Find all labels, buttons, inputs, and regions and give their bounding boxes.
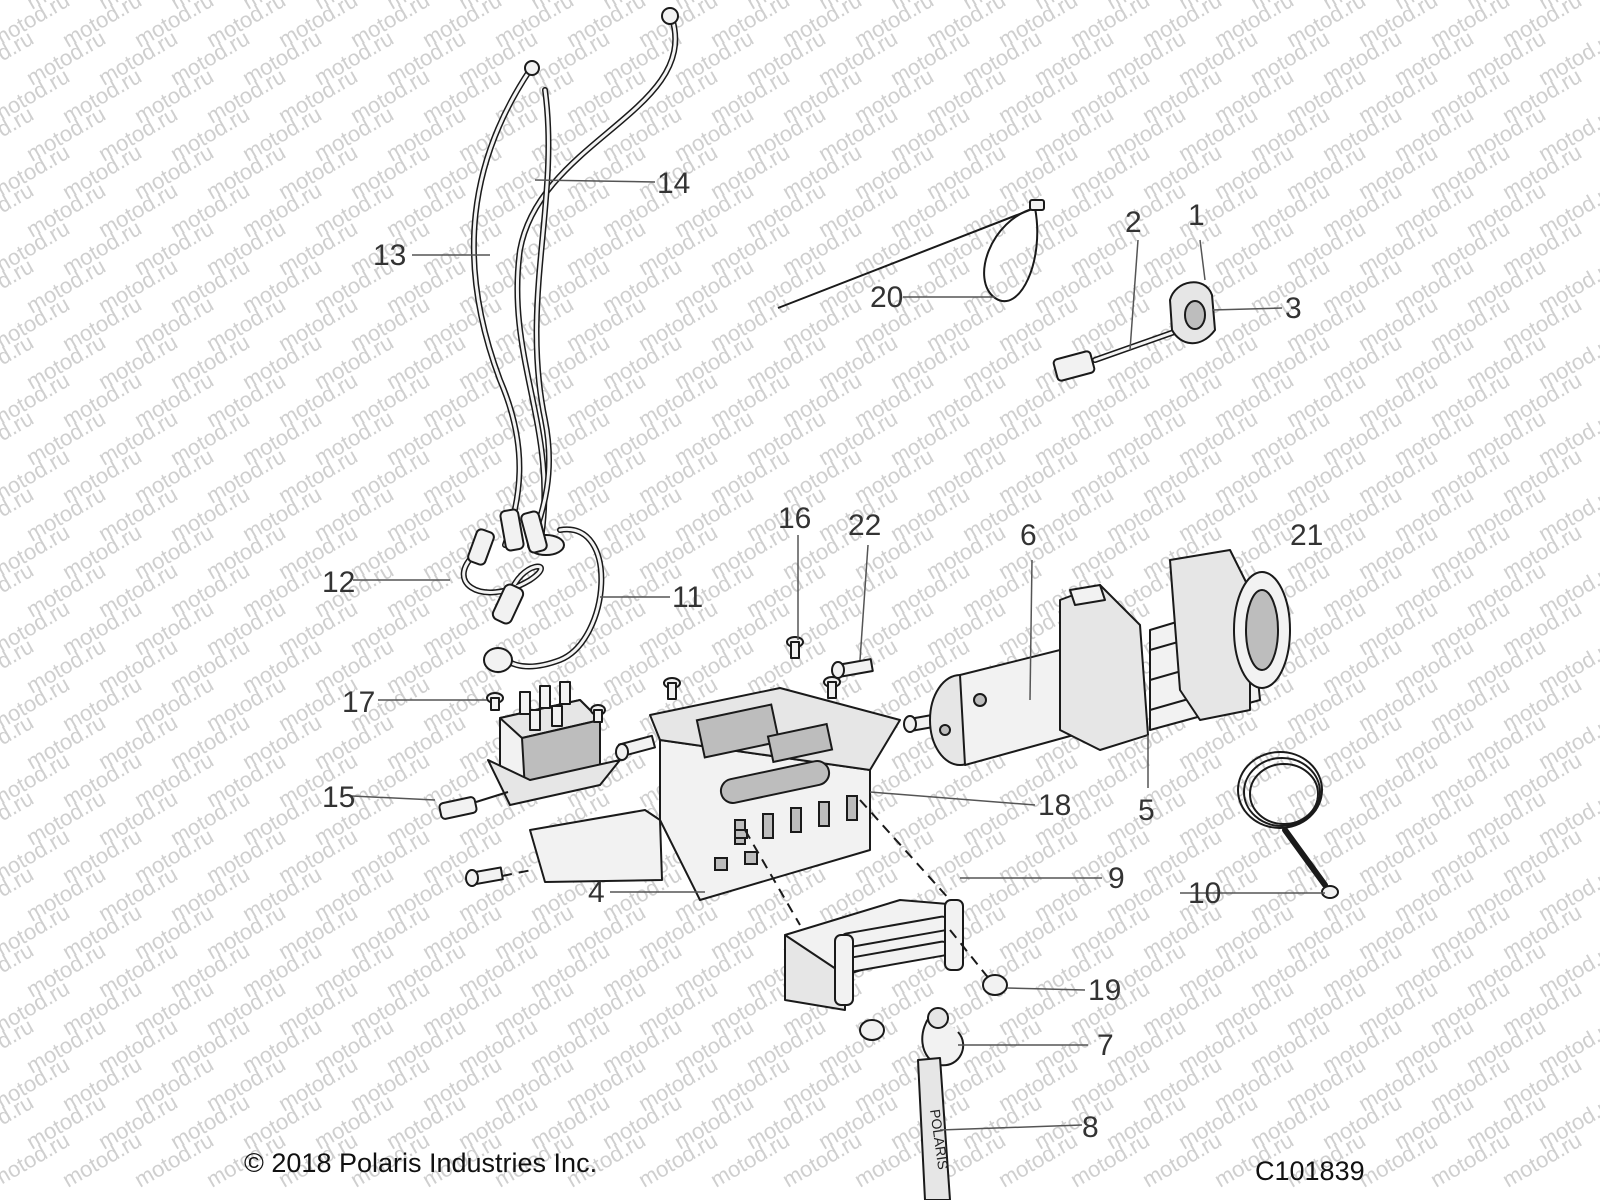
nuts-19 [859, 974, 1008, 1041]
callout-9: 9 [1108, 862, 1125, 895]
roller-fairlead-9 [744, 799, 991, 1011]
callout-11: 11 [672, 581, 703, 614]
hook-7 [921, 1007, 965, 1067]
callout-4: 4 [588, 876, 605, 909]
callout-17: 17 [342, 686, 375, 719]
callout-21: 21 [1290, 519, 1323, 552]
callout-7: 7 [1097, 1029, 1114, 1062]
leader-lines [351, 179, 1325, 1131]
contactor-15 [438, 681, 621, 820]
callout-3: 3 [1285, 292, 1302, 325]
gear-housing-21 [1169, 549, 1291, 721]
callout-13: 13 [373, 239, 406, 272]
callout-15: 15 [322, 781, 355, 814]
callout-18: 18 [1038, 789, 1071, 822]
callout-19: 19 [1088, 974, 1121, 1007]
switch-assembly [1052, 281, 1216, 382]
callout-14: 14 [657, 167, 690, 200]
callout-5: 5 [1138, 794, 1155, 827]
callout-1: 1 [1188, 199, 1205, 232]
contactor-mount-bolts [590, 704, 656, 761]
callout-12: 12 [322, 566, 355, 599]
bolt-17 [486, 692, 504, 711]
strap-8: POLARIS [917, 1057, 951, 1200]
mount-bolts-16-22 [465, 636, 946, 887]
callout-8: 8 [1082, 1111, 1099, 1144]
callout-2: 2 [1125, 206, 1142, 239]
winch-cable-12 [460, 508, 548, 673]
callout-10: 10 [1188, 877, 1221, 910]
callout-22: 22 [848, 509, 881, 542]
callout-labels: 1 2 3 4 5 6 7 8 9 10 11 12 13 14 15 16 1… [322, 167, 1323, 1144]
battery-cable-14 [514, 7, 679, 548]
copyright-text: © 2018 Polaris Industries Inc. [244, 1148, 597, 1178]
battery-cable-13 [470, 60, 540, 548]
callout-20: 20 [870, 281, 903, 314]
cable-tie-20 [777, 199, 1045, 309]
winch-rope-10 [1237, 751, 1339, 899]
mount-plate-4 [529, 687, 901, 901]
callout-16: 16 [778, 502, 811, 535]
drawing-id: C101839 [1255, 1156, 1365, 1186]
callout-6: 6 [1020, 519, 1037, 552]
